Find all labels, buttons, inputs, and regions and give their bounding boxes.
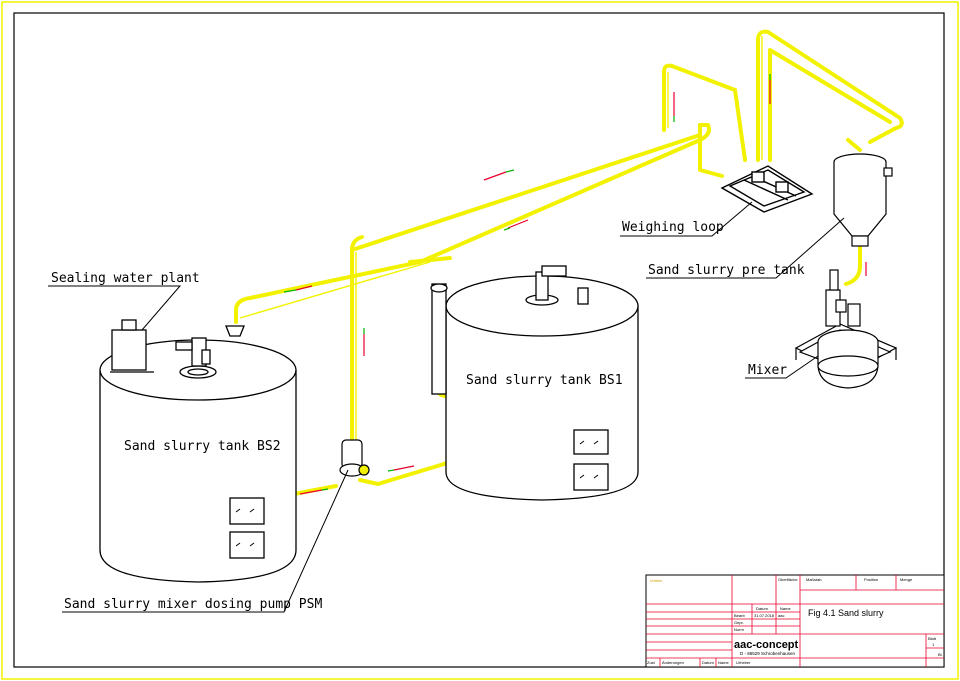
tank-bs2 — [99, 319, 297, 583]
pre-tank — [833, 153, 893, 247]
tb-datum2: Datum — [702, 660, 714, 665]
tb-figure-title: Fig 4.1 Sand slurry — [808, 608, 884, 618]
label-pre-tank: Sand slurry pre tank — [648, 263, 805, 278]
tb-name: Name — [780, 606, 791, 611]
tb-menge: Menge — [900, 577, 913, 582]
tb-name2: Name — [718, 660, 729, 665]
label-sealing-water-plant: Sealing water plant — [51, 271, 200, 286]
bs2-hatch-marks — [235, 508, 255, 547]
label-dosing-pump: Sand slurry mixer dosing pump PSM — [64, 597, 322, 612]
tb-company: aac-concept — [734, 639, 799, 651]
tank-bs1 — [430, 265, 639, 501]
label-weighing-loop: Weighing loop — [622, 220, 724, 235]
tb-address: D - 86529 Schrobenhausen — [740, 651, 796, 656]
weighing-loop — [720, 165, 814, 213]
tb-zust: Zust — [647, 660, 656, 665]
bs1-hatch-marks — [579, 440, 599, 479]
label-tank-bs2: Sand slurry tank BS2 — [124, 439, 281, 454]
tb-bearb-date: 31.07.2018 — [754, 613, 775, 618]
tb-oberflaeche: Oberfläche — [778, 577, 798, 582]
tb-gepr: Gepr. — [734, 620, 744, 625]
tb-aenderungen: Änderungen — [662, 660, 684, 665]
tb-copyright-notice: Urheber — [650, 579, 663, 583]
pipe-network — [234, 29, 904, 496]
tb-norm: Norm — [734, 627, 744, 632]
mixer — [794, 269, 898, 389]
leader-lines — [48, 201, 845, 613]
dosing-pump — [339, 439, 370, 477]
title-block-grid-red — [646, 575, 944, 667]
tb-datum: Datum — [756, 606, 768, 611]
tb-urheber: Urheber — [736, 660, 751, 665]
label-mixer: Mixer — [748, 363, 787, 378]
inner-border — [13, 12, 945, 668]
tb-bearb: Bearb — [734, 613, 745, 618]
tb-blatt: Blatt — [928, 636, 937, 641]
tb-massstab: Maßstab — [806, 577, 822, 582]
label-tank-bs1: Sand slurry tank BS1 — [466, 373, 623, 388]
tb-bearb-name: aac — [778, 613, 784, 618]
pipe-network-thin — [239, 36, 763, 448]
tb-bl: Bl. — [938, 652, 943, 657]
flow-arrows — [283, 74, 867, 495]
title-block: Urheber Oberfläche Maßstab Position Meng… — [645, 574, 945, 668]
tb-blatt-num: 1 — [932, 642, 935, 647]
tb-position: Position — [864, 577, 878, 582]
